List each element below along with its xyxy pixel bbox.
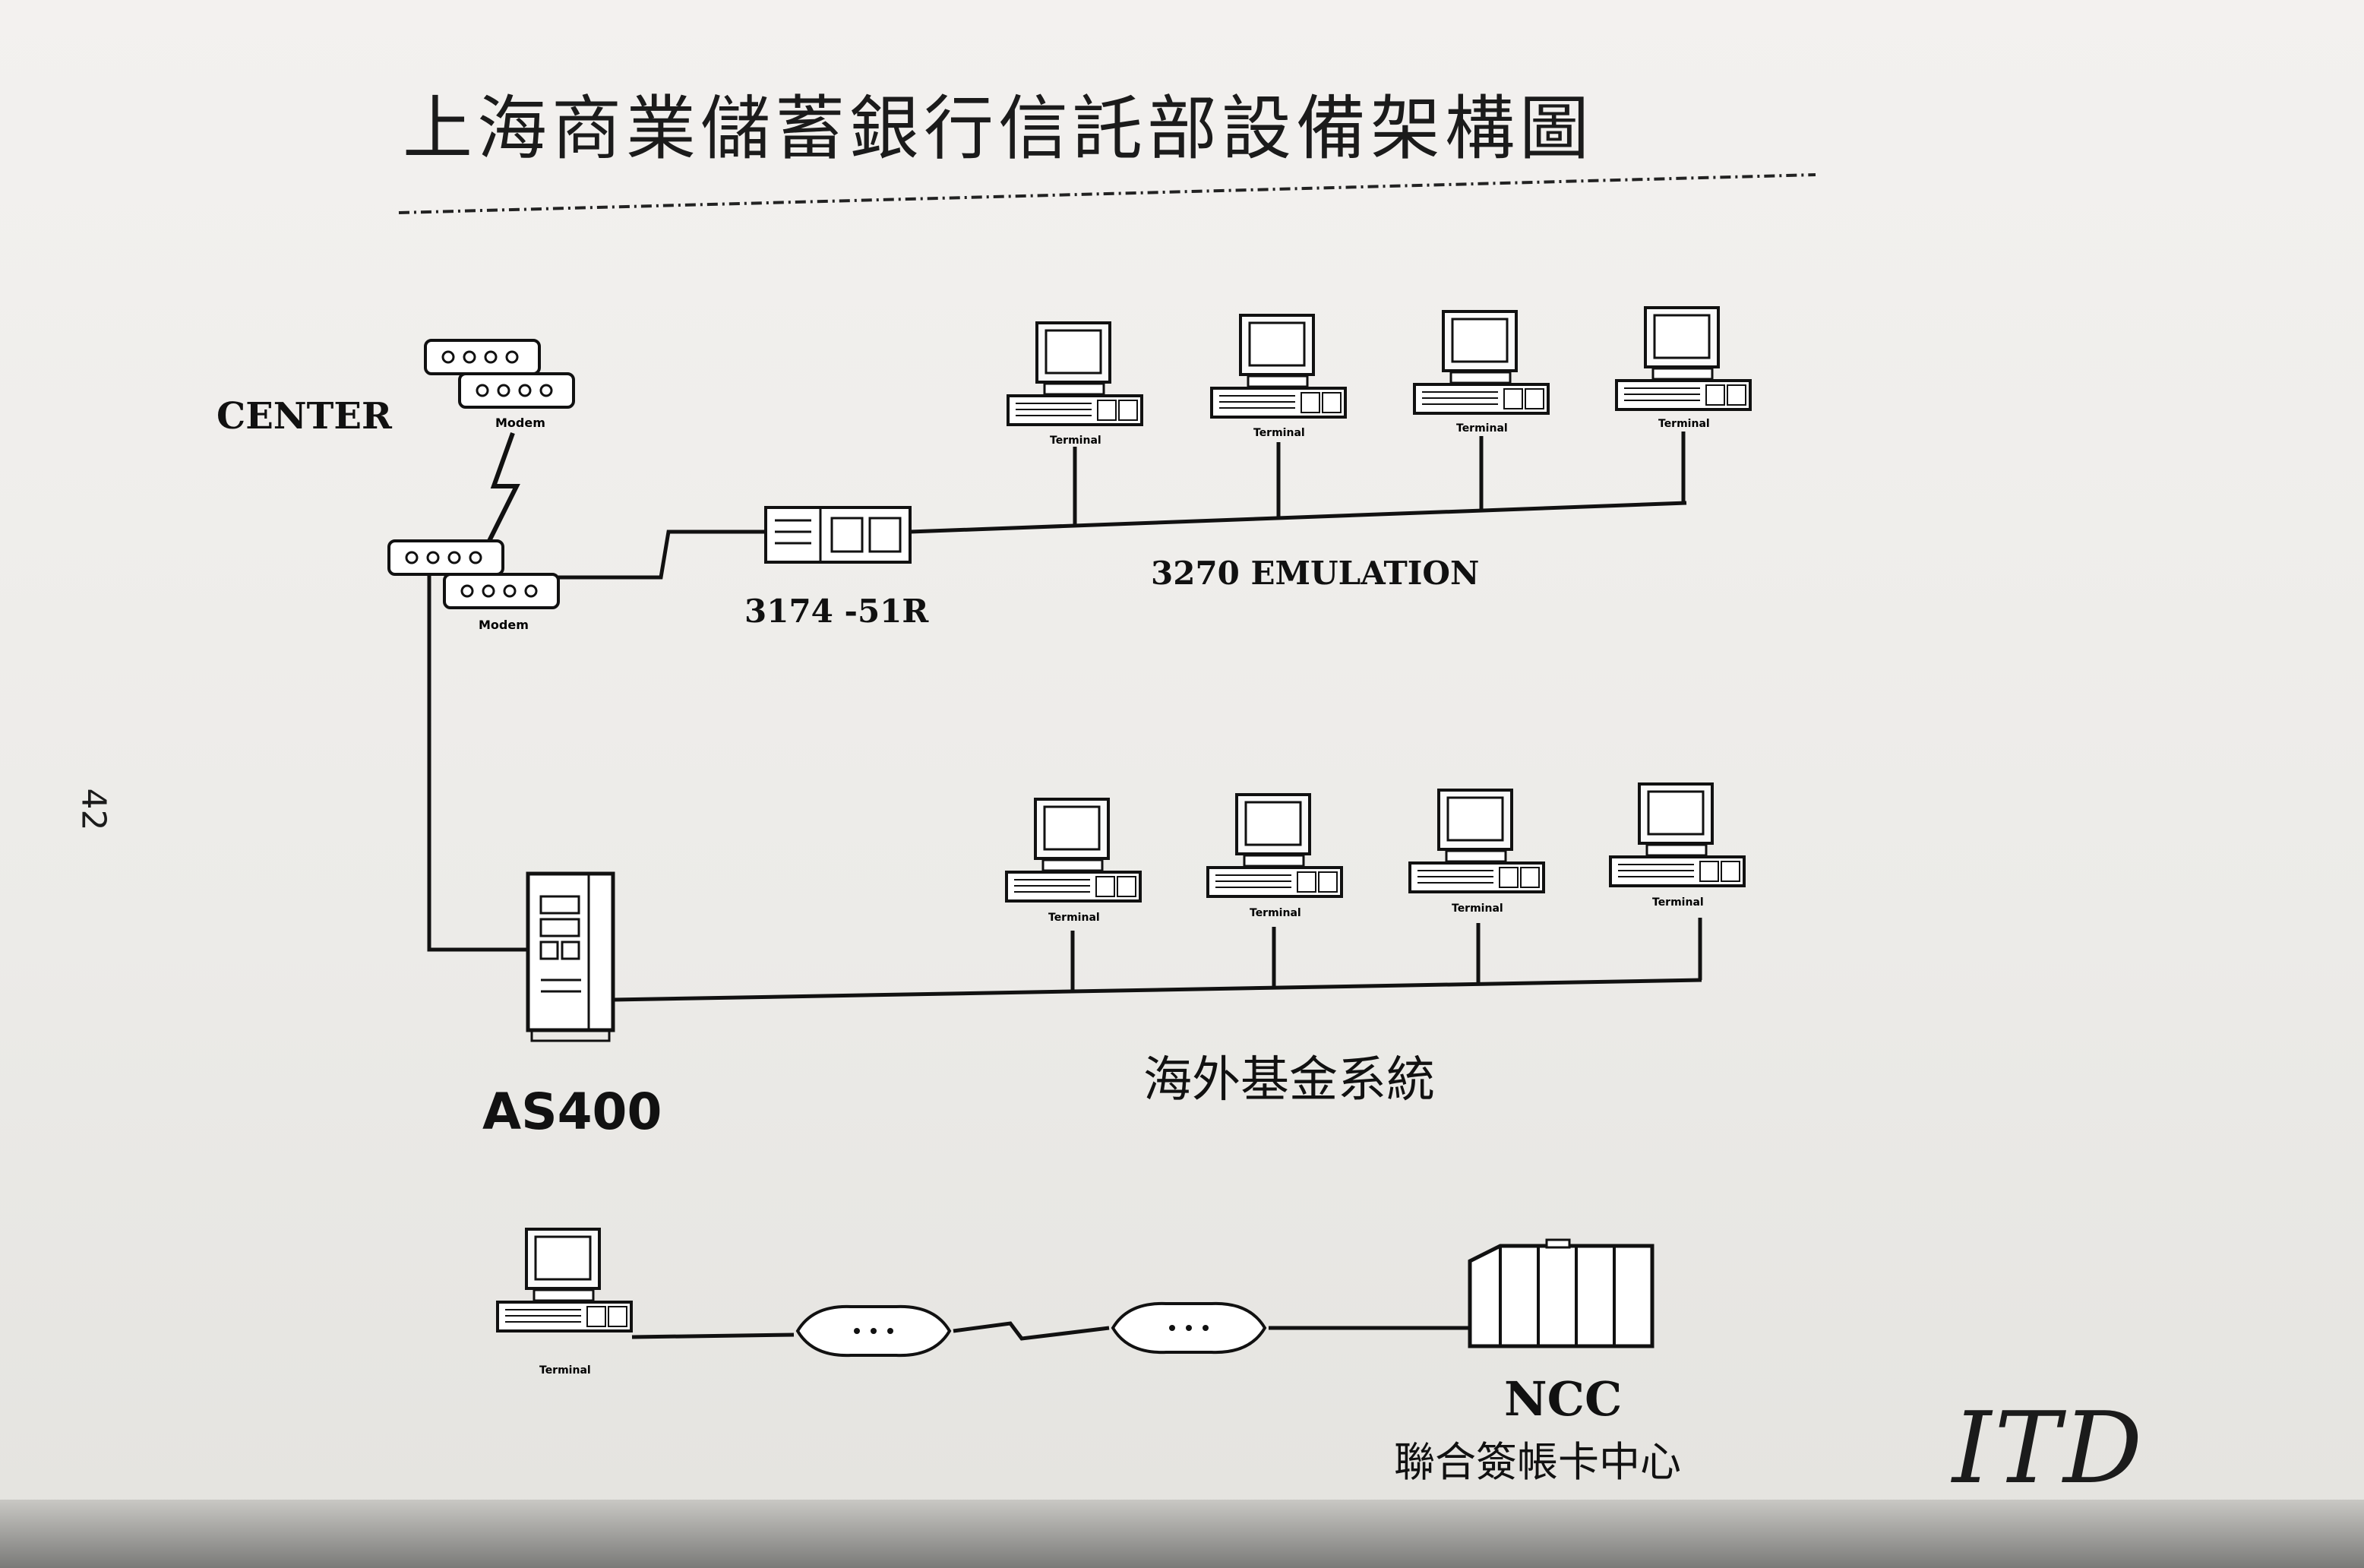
terminal-emu-1-label: Terminal xyxy=(1050,435,1101,447)
terminal-fund-4-label: Terminal xyxy=(1652,896,1704,909)
control-unit-label: 3174 -51R xyxy=(744,593,929,630)
branch-modem-top xyxy=(387,539,504,576)
ncc-router-left xyxy=(796,1304,951,1358)
terminal-fund-4 xyxy=(1609,782,1746,887)
diagram-title: 上海商業儲蓄銀行信託部設備架構圖 xyxy=(403,88,1594,169)
terminal-emu-2 xyxy=(1210,314,1347,419)
branch-modem-bottom xyxy=(443,573,560,609)
fund-system-label: 海外基金系統 xyxy=(1143,1052,1435,1108)
as400-label: AS400 xyxy=(482,1083,662,1141)
center-modem-bottom xyxy=(458,372,575,409)
emulation-bus xyxy=(909,501,1687,534)
terminal-emu-3-label: Terminal xyxy=(1456,422,1508,435)
terminal-emu-3 xyxy=(1413,310,1550,415)
terminal-fund-2-label: Terminal xyxy=(1250,907,1301,919)
center-modem-top xyxy=(424,339,541,375)
ncc-label: NCC xyxy=(1504,1371,1623,1427)
terminal-ncc-label: Terminal xyxy=(539,1364,591,1377)
ncc-mainframe xyxy=(1468,1238,1654,1348)
center-modem-label: Modem xyxy=(495,416,545,430)
terminal-emu-4 xyxy=(1615,306,1752,411)
terminal-emu-4-label: Terminal xyxy=(1658,418,1710,430)
control-unit-3174 xyxy=(764,506,912,564)
title-underline xyxy=(398,173,1816,214)
terminal-fund-1 xyxy=(1005,798,1142,903)
as400-bus xyxy=(612,978,1702,1002)
terminal-fund-3 xyxy=(1408,789,1545,893)
terminal-fund-1-label: Terminal xyxy=(1048,912,1100,924)
ncc-chinese-label: 聯合簽帳卡中心 xyxy=(1394,1438,1681,1486)
branch-modem-label: Modem xyxy=(479,618,529,632)
terminal-ncc xyxy=(496,1228,633,1332)
ncc-router-right xyxy=(1111,1301,1266,1355)
link-modem-to-as400 xyxy=(427,574,528,952)
lightning-link-ncc xyxy=(953,1321,1110,1341)
as400-server xyxy=(526,871,615,1042)
terminal-emu-1 xyxy=(1007,321,1143,426)
lightning-link-center xyxy=(484,432,520,548)
terminal-fund-2 xyxy=(1206,793,1343,898)
itd-logo: ITD xyxy=(1952,1390,2146,1506)
scan-bottom-edge xyxy=(0,1500,2364,1568)
link-modem-to-3174 xyxy=(558,530,766,580)
emulation-label: 3270 EMULATION xyxy=(1151,555,1480,592)
center-label: CENTER xyxy=(216,395,392,438)
terminal-emu-2-label: Terminal xyxy=(1253,427,1305,439)
link-terminal-to-router xyxy=(631,1332,795,1339)
terminal-fund-3-label: Terminal xyxy=(1452,903,1503,915)
